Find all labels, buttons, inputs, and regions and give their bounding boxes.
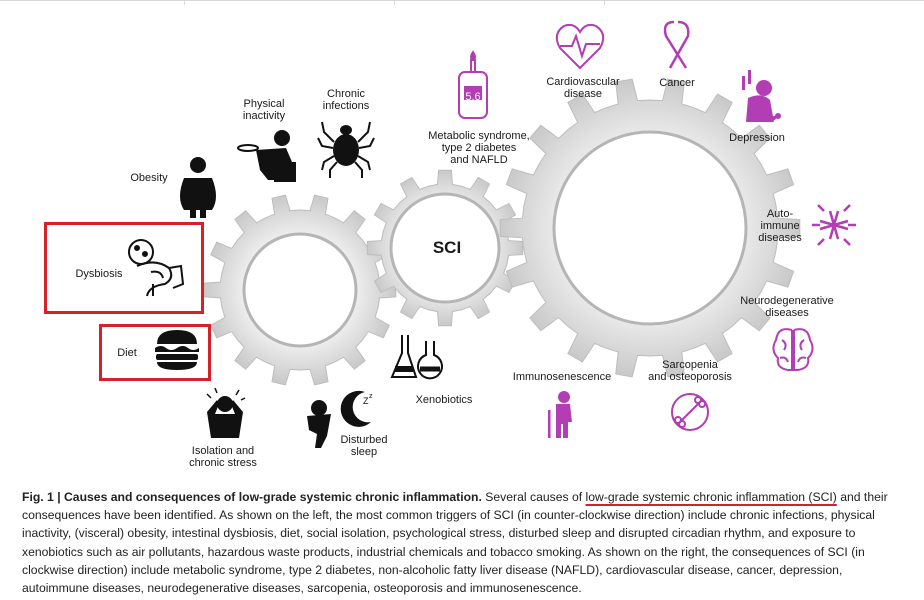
label-physical-inactivity: Physical inactivity: [242, 98, 286, 122]
burger-icon: [155, 330, 199, 370]
caption-fig-label: Fig. 1 | Causes and consequences of low-…: [22, 490, 482, 504]
right-gear: [499, 78, 801, 378]
top-tick: [184, 0, 185, 5]
obesity-person-icon: [180, 157, 216, 218]
label-xenobiotics: Xenobiotics: [415, 394, 473, 406]
label-chronic-infections: Chronic infections: [322, 88, 370, 112]
label-immunosenescence: Immunosenescence: [512, 371, 612, 383]
bone-icon: [671, 393, 709, 431]
top-tick: [394, 0, 395, 5]
top-rule: [0, 0, 924, 1]
svg-text:z: z: [369, 393, 373, 400]
depression-person-icon: [742, 70, 781, 122]
label-isolation: Isolation and chronic stress: [189, 445, 257, 469]
figure-panel: Z z 5.6: [44, 20, 856, 469]
highlight-box-dysbiosis: [44, 222, 204, 314]
label-sarcopenia: Sarcopenia and osteoporosis: [648, 359, 732, 383]
label-metabolic: Metabolic syndrome, type 2 diabetes and …: [428, 130, 530, 166]
svg-text:Z: Z: [363, 396, 369, 406]
figure-caption: Fig. 1 | Causes and consequences of low-…: [22, 488, 912, 597]
label-dysbiosis: Dysbiosis: [75, 268, 123, 280]
label-cancer: Cancer: [659, 77, 695, 89]
elderly-person-icon: [548, 391, 572, 438]
top-tick: [604, 0, 605, 5]
label-neurodegenerative: Neurodegenerative diseases: [740, 295, 834, 319]
caption-text-2: and their consequences have been identif…: [22, 490, 888, 596]
gears: [203, 78, 801, 386]
figure-graphics: Z z 5.6: [128, 20, 856, 448]
antibody-icon: [812, 204, 856, 246]
caption-highlight: low-grade systemic chronic inflammation …: [585, 490, 837, 504]
gut-microbe-icon: [128, 239, 185, 297]
glucometer-icon: [458, 50, 488, 119]
ribbon-icon: [663, 20, 690, 69]
stressed-person-icon: [206, 387, 246, 438]
caption-text-1: Several causes of: [481, 490, 586, 504]
label-cardiovascular: Cardiovascular disease: [546, 76, 620, 100]
heart-ecg-icon: [555, 23, 605, 70]
label-depression: Depression: [729, 132, 785, 144]
left-gear: [203, 194, 397, 386]
sleep-moon-icon: Z z: [307, 390, 373, 448]
tick-bug-icon: [317, 121, 375, 178]
glucometer-reading: 5.6: [465, 91, 480, 103]
center-gear: [366, 169, 524, 327]
brain-icon: [772, 328, 814, 371]
label-diet: Diet: [117, 347, 137, 359]
sci-center-label: SCI: [432, 238, 462, 257]
label-autoimmune: Auto- immune diseases: [758, 208, 802, 244]
physical-inactivity-icon: [237, 130, 296, 182]
lab-flasks-icon: [390, 335, 443, 380]
label-disturbed-sleep: Disturbed sleep: [340, 434, 388, 458]
highlight-box-diet: [99, 324, 211, 381]
label-obesity: Obesity: [130, 172, 168, 184]
